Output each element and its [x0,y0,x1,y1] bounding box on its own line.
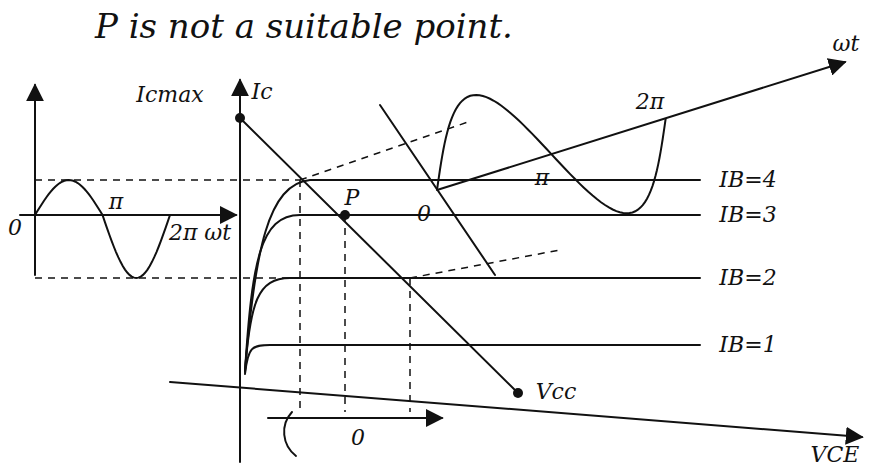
projection-line [35,277,410,279]
bracket [284,412,296,456]
axis-label: 0 [8,216,22,240]
time-axis [20,214,236,216]
phase-label: π [109,190,123,214]
curve-label: IB=4 [719,168,776,192]
axis-label: VCE [811,443,860,466]
vce-axis [170,382,862,437]
rotated-time-axis [437,62,845,190]
point-label: P [345,186,360,210]
curve-label: IB=2 [719,266,776,290]
ib-curve [245,180,700,370]
output-sine [437,95,666,213]
axis-label: Ic [251,80,272,104]
vcc-dot [513,388,523,398]
projection-line [409,278,411,412]
curve-label: IB=3 [719,203,776,227]
load-line [240,118,518,393]
q-point-dot [340,210,350,220]
supply-label: Vcc [536,380,577,404]
swing-arrow [268,417,442,419]
axis-label: 0 [351,426,365,450]
phase-label: π [535,166,549,190]
input-sine [35,180,170,278]
phase-label: 2π [636,90,664,114]
axis-label: ωt [833,32,860,56]
projection-line [344,215,346,412]
icmax-dot [235,113,245,123]
projection-line [410,250,560,278]
note-title: P is not a suitable point. [95,8,513,45]
ic-axis [239,80,241,462]
axis-label: Icmax [136,83,203,107]
axis-label: 0 [417,202,431,226]
axis-label: 2π ωt [169,221,231,245]
curve-label: IB=1 [719,333,776,357]
projection-line [299,180,301,412]
ib-curve [245,278,700,372]
